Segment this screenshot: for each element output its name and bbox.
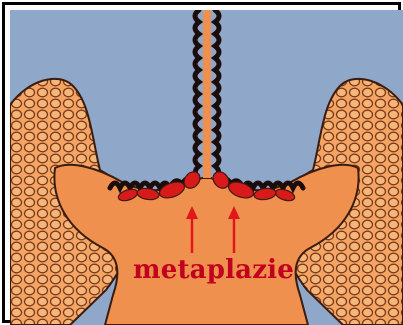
figure-frame: metaplazie (2, 2, 401, 323)
canal-columnar-epithelium-right (215, 10, 219, 176)
figure-caption: metaplazie (133, 255, 293, 285)
canal-columnar-epithelium-left (195, 10, 199, 176)
canal-stroma-core (203, 10, 211, 178)
